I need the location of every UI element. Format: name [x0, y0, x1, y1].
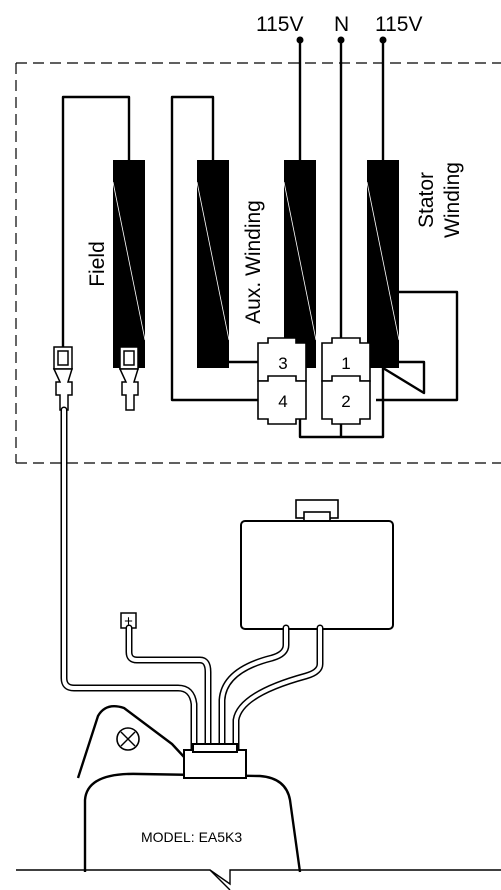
connector-block: [240, 337, 394, 630]
winding-label-field: Field: [86, 241, 109, 287]
supply-label-line-left: 115V: [256, 13, 304, 36]
winding-label-stator-line2: Winding: [441, 162, 464, 238]
coil-stator-winding: [366, 160, 400, 368]
supply-label-neutral: N: [334, 13, 349, 36]
grommet: [183, 743, 247, 779]
spade-terminal-right: [118, 346, 140, 629]
housing-boundary: [15, 62, 501, 464]
winding-label-aux: Aux. Winding: [242, 200, 265, 324]
model-label: MODEL: EA5K3: [141, 829, 242, 845]
coil-aux-winding: [196, 160, 230, 368]
coil-field: [112, 160, 146, 368]
spade-terminal-left: [52, 346, 74, 411]
spade-terminal-mark: +: [124, 613, 133, 630]
supply-label-line-right: 115V: [375, 13, 423, 36]
harness-cables: [60, 406, 324, 756]
pin-label-3: 3: [278, 354, 287, 373]
bottom-arrow: [16, 869, 501, 890]
motor-body: [76, 705, 302, 873]
pin-label-4: 4: [278, 392, 287, 411]
pin-label-2: 2: [341, 392, 350, 411]
pin-label-1: 1: [341, 354, 350, 373]
screw-x-icon: [116, 727, 140, 751]
coil-line-left: [283, 160, 317, 368]
winding-label-stator-line1: Stator: [415, 172, 438, 228]
